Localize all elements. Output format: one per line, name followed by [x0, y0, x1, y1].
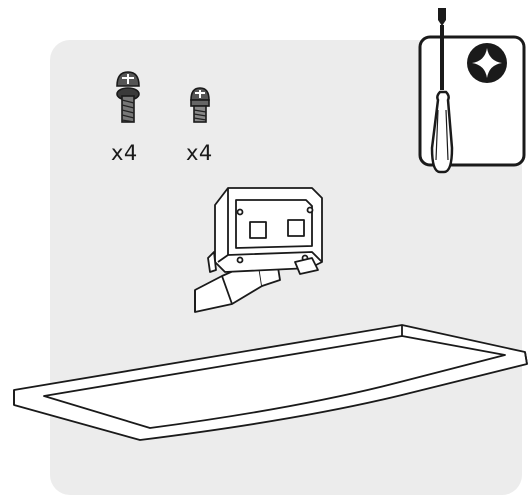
stand-neck-bracket — [194, 187, 323, 313]
screw-large-quantity: x4 — [111, 141, 138, 165]
phillips-cross-icon — [467, 43, 507, 83]
screw-small-quantity: x4 — [186, 141, 213, 165]
stand-base — [13, 324, 528, 441]
short-screw-icon — [190, 87, 210, 123]
pan-head-screw-icon — [116, 71, 140, 123]
phillips-screwdriver-icon — [418, 8, 526, 174]
